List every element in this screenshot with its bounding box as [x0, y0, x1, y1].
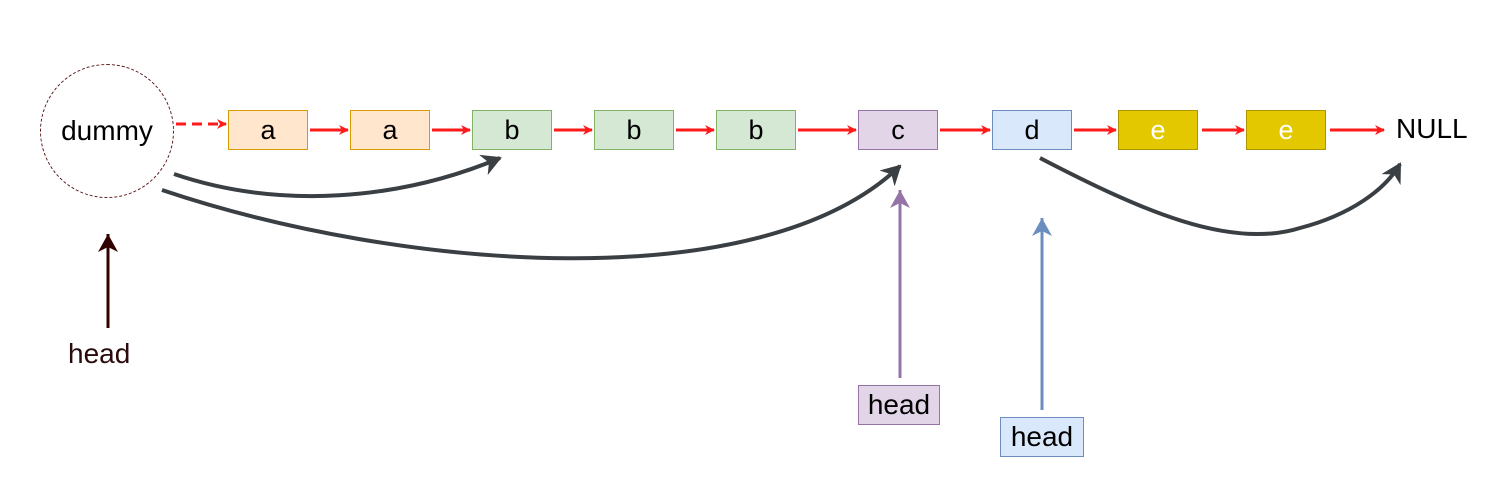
list-node-a: a [228, 110, 308, 150]
list-node-b: b [472, 110, 552, 150]
dummy-node: dummy [40, 64, 174, 198]
head-label-text: head [1010, 421, 1074, 452]
node-label: e [1150, 114, 1166, 145]
skip-link-dummy-to-b [173, 154, 502, 199]
skip-link-d-to-null [1039, 156, 1402, 237]
node-label: b [748, 114, 764, 145]
list-node-e: e [1118, 110, 1198, 150]
node-label: b [626, 114, 642, 145]
node-label: b [504, 114, 520, 145]
list-node-b: b [716, 110, 796, 150]
node-label: c [891, 114, 905, 145]
list-node-b: b [594, 110, 674, 150]
dummy-label: dummy [61, 115, 153, 146]
node-label: e [1278, 114, 1294, 145]
list-node-e: e [1246, 110, 1326, 150]
null-terminator: NULL [1396, 113, 1468, 144]
list-node-c: c [858, 110, 938, 150]
skip-link-dummy-to-c [161, 164, 902, 261]
head-label-c: head [858, 385, 940, 425]
node-label: a [382, 114, 398, 145]
head-label-d: head [1000, 417, 1084, 457]
node-label: d [1024, 114, 1040, 145]
list-node-a: a [350, 110, 430, 150]
node-label: a [260, 114, 276, 145]
list-node-d: d [992, 110, 1072, 150]
head-label-dummy: head [68, 338, 131, 369]
head-label-text: head [867, 389, 931, 420]
